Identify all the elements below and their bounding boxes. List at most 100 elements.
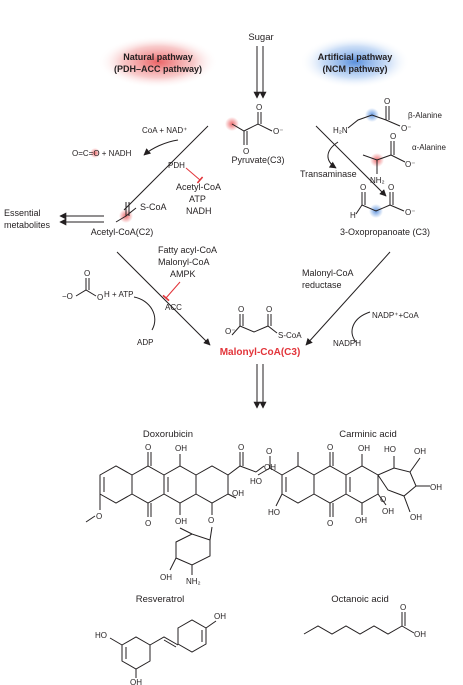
pdh-reaction-line — [123, 125, 209, 211]
pdh-enzyme: PDH — [168, 161, 185, 170]
svg-text:OH: OH — [382, 507, 394, 516]
acc-enzyme: ACC — [165, 303, 182, 312]
svg-text:O⁻: O⁻ — [225, 327, 235, 336]
alpha-alanine-label: α-Alanine — [412, 143, 447, 152]
pdh-inhibitor-3: NADH — [186, 206, 212, 216]
svg-text:−O: −O — [62, 292, 73, 301]
svg-text:O⁻: O⁻ — [401, 124, 411, 133]
svg-text:S-CoA: S-CoA — [278, 331, 302, 340]
co2-structure — [90, 148, 100, 158]
transaminase-label: Transaminase — [300, 169, 357, 179]
beta-alanine-structure: H₂N O O⁻ — [333, 97, 411, 135]
mcr-side-arrow — [351, 311, 371, 343]
svg-text:O: O — [266, 447, 272, 456]
natural-pathway-subtitle: (PDH–ACC pathway) — [114, 64, 202, 74]
pdh-side-arrow — [143, 139, 179, 156]
pdh-inhibitor-2: ATP — [189, 194, 206, 204]
svg-text:OH: OH — [160, 573, 172, 582]
artificial-pathway-title: Artificial pathway — [318, 52, 393, 62]
mcr-line1: Malonyl-CoA — [302, 268, 354, 278]
mcr-line2: reductase — [302, 280, 342, 290]
svg-text:OH: OH — [130, 678, 142, 685]
nadph-label: NADPH — [333, 339, 361, 348]
resveratrol-name: Resveratrol — [136, 594, 185, 605]
acc-inhibitor-2: Malonyl-CoA — [158, 257, 210, 267]
malonyl-coa-label: Malonyl-CoA(C3) — [220, 347, 301, 358]
acc-inhibitor-1: Fatty acyl-CoA — [158, 245, 217, 255]
transaminase-line — [315, 125, 387, 197]
svg-text:OH: OH — [358, 444, 370, 453]
acetyl-coa-scoa: S-CoA — [140, 202, 167, 212]
co2-nadh-label: O=C=O + NADH — [72, 149, 132, 158]
svg-text:H: H — [350, 211, 356, 220]
acetyl-coa-label: Acetyl-CoA(C2) — [91, 227, 154, 237]
svg-text:HO: HO — [95, 631, 107, 640]
svg-text:OH: OH — [355, 516, 367, 525]
svg-text:O: O — [208, 516, 214, 525]
acc-side-arrow — [133, 296, 156, 331]
acc-inhibition — [162, 281, 181, 302]
resveratrol-structure: HO OH OH — [95, 612, 226, 685]
pdh-cofactors: CoA + NAD⁺ — [142, 126, 187, 135]
svg-text:O: O — [388, 183, 394, 192]
bicarbonate-structure: −O O O — [62, 269, 103, 302]
artificial-pathway-glow — [300, 36, 410, 88]
svg-text:OH: OH — [232, 489, 244, 498]
svg-text:HO: HO — [268, 508, 280, 517]
pyruvate-label: Pyruvate(C3) — [231, 155, 284, 165]
pdh-inhibitor-1: Acetyl-CoA — [176, 182, 221, 192]
svg-text:O: O — [360, 183, 366, 192]
octanoic-acid-structure: O OH — [303, 603, 426, 639]
svg-text:OH: OH — [410, 513, 422, 522]
svg-text:NH₂: NH₂ — [186, 577, 201, 586]
svg-text:O: O — [84, 269, 90, 278]
svg-text:OH: OH — [175, 444, 187, 453]
alpha-alanine-structure: O O⁻ NH₂ — [362, 132, 415, 185]
svg-text:H₂N: H₂N — [333, 126, 348, 135]
svg-text:O⁻: O⁻ — [405, 160, 415, 169]
oxopropanoate-label: 3-Oxopropanoate (C3) — [340, 227, 430, 237]
svg-text:O⁻: O⁻ — [405, 208, 415, 217]
oxopropanoate-structure: H O O O⁻ — [350, 183, 415, 220]
sugar-label: Sugar — [248, 32, 273, 43]
pyruvate-structure: O O O⁻ — [225, 103, 283, 156]
pdh-inhibition — [185, 167, 204, 184]
acc-inhibitor-3: AMPK — [170, 269, 196, 279]
svg-text:O: O — [327, 519, 333, 528]
svg-text:OH: OH — [430, 483, 442, 492]
svg-text:O: O — [327, 443, 333, 452]
svg-text:NH₂: NH₂ — [370, 176, 385, 185]
adp-label: ADP — [137, 338, 153, 347]
svg-text:O: O — [400, 603, 406, 612]
octanoic-acid-name: Octanoic acid — [331, 594, 389, 605]
natural-pathway-glow — [98, 36, 218, 88]
mcr-nadp: NADP⁺+CoA — [372, 311, 419, 320]
svg-text:O: O — [145, 443, 151, 452]
essential-line2: metabolites — [4, 220, 51, 230]
svg-text:OH: OH — [214, 612, 226, 621]
svg-text:O: O — [238, 305, 244, 314]
transaminase-side-arrow — [327, 141, 339, 169]
svg-text:O: O — [145, 519, 151, 528]
svg-text:HO: HO — [384, 445, 396, 454]
svg-text:O: O — [96, 512, 102, 521]
svg-text:O: O — [266, 305, 272, 314]
acetyl-coa-structure — [115, 202, 137, 223]
svg-text:O: O — [97, 293, 103, 302]
malonyl-coa-structure: O⁻ O O S-CoA — [225, 305, 302, 340]
svg-text:HO: HO — [250, 477, 262, 486]
artificial-pathway-subtitle: (NCM pathway) — [323, 64, 388, 74]
svg-text:OH: OH — [414, 630, 426, 639]
svg-text:OH: OH — [175, 517, 187, 526]
svg-text:O: O — [256, 103, 262, 112]
carminic-acid-structure: O O HO O HO OH OH OH HO OH OH OH O — [250, 443, 442, 528]
svg-text:O: O — [384, 97, 390, 106]
doxorubicin-structure: O O OH OH O OH OH O O OH NH₂ — [85, 443, 276, 586]
svg-text:O: O — [238, 443, 244, 452]
natural-pathway-title: Natural pathway — [123, 52, 193, 62]
svg-text:OH: OH — [414, 447, 426, 456]
svg-text:O⁻: O⁻ — [273, 127, 283, 136]
bicarb-h-atp: H + ATP — [104, 290, 133, 299]
svg-text:O: O — [380, 495, 386, 504]
